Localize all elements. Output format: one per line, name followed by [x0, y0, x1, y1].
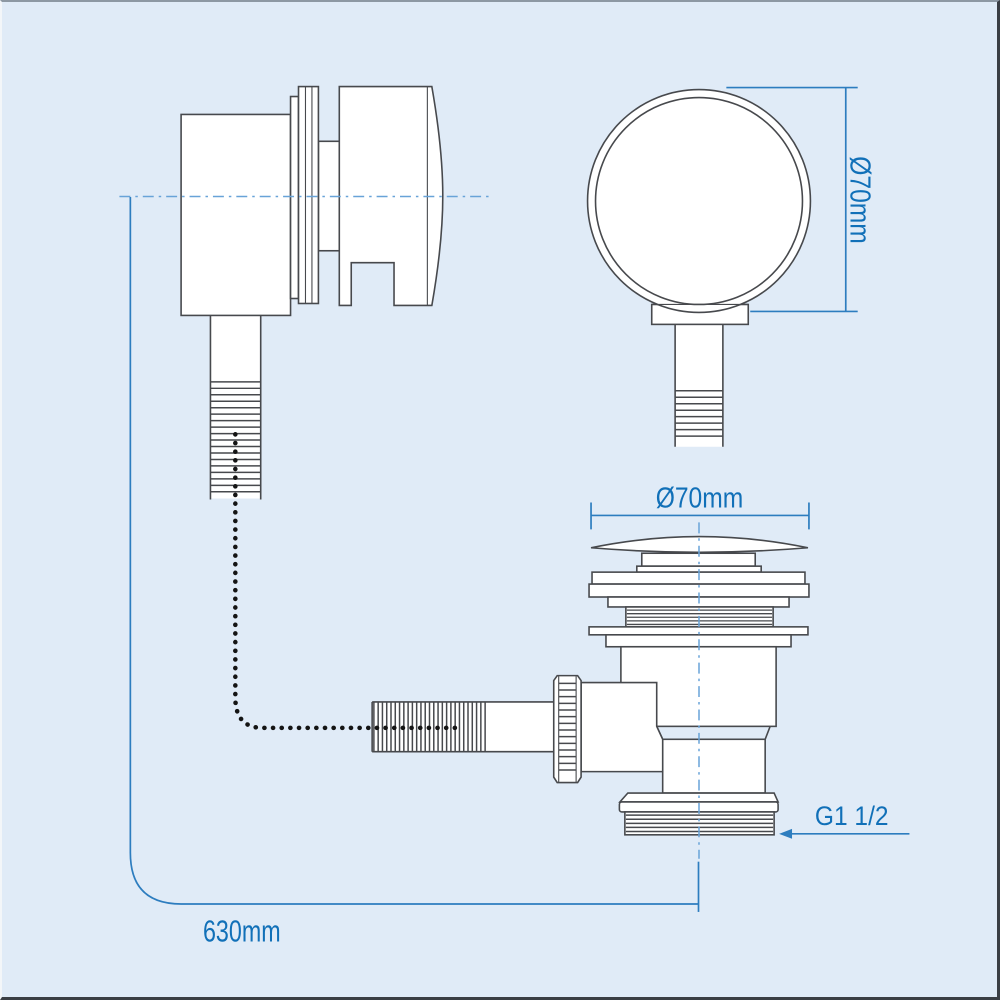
length-label: 630mm [203, 913, 281, 948]
waste-diameter-label: Ø70mm [656, 482, 744, 514]
inlet-nut [552, 674, 582, 784]
thread-label: G1 1/2 [815, 801, 889, 831]
front-face-inner-circle [594, 96, 804, 306]
overflow-front-view: Ø70mm [586, 86, 876, 447]
overflow-cap [338, 85, 444, 307]
waste-cap-dome [590, 535, 809, 554]
length-dimension-line [129, 197, 699, 905]
waste-body-chamfers [655, 726, 771, 740]
plug-chain [233, 432, 459, 731]
inlet-nut-inner-edges [558, 676, 577, 783]
thread-arrow-head [779, 828, 793, 839]
front-diameter-dimension [726, 86, 858, 313]
waste-side-view: Ø70mm G1 1/2 [371, 482, 910, 859]
overflow-faceplate-lines [304, 86, 313, 304]
overflow-body [180, 113, 292, 317]
front-diameter-label: Ø70mm [844, 156, 876, 244]
waste-diameter-dimension [590, 502, 810, 530]
waste-lower-body [661, 738, 766, 794]
overflow-side-view [119, 85, 490, 500]
overflow-faceplate-thin [289, 95, 300, 300]
front-hose-walls [674, 324, 724, 447]
front-hose-fill [675, 324, 723, 447]
overflow-faceplate-stack [297, 85, 320, 305]
inlet-elbow [580, 681, 664, 773]
length-dimension: 630mm [129, 197, 700, 948]
front-face-outer-circle [586, 88, 812, 314]
